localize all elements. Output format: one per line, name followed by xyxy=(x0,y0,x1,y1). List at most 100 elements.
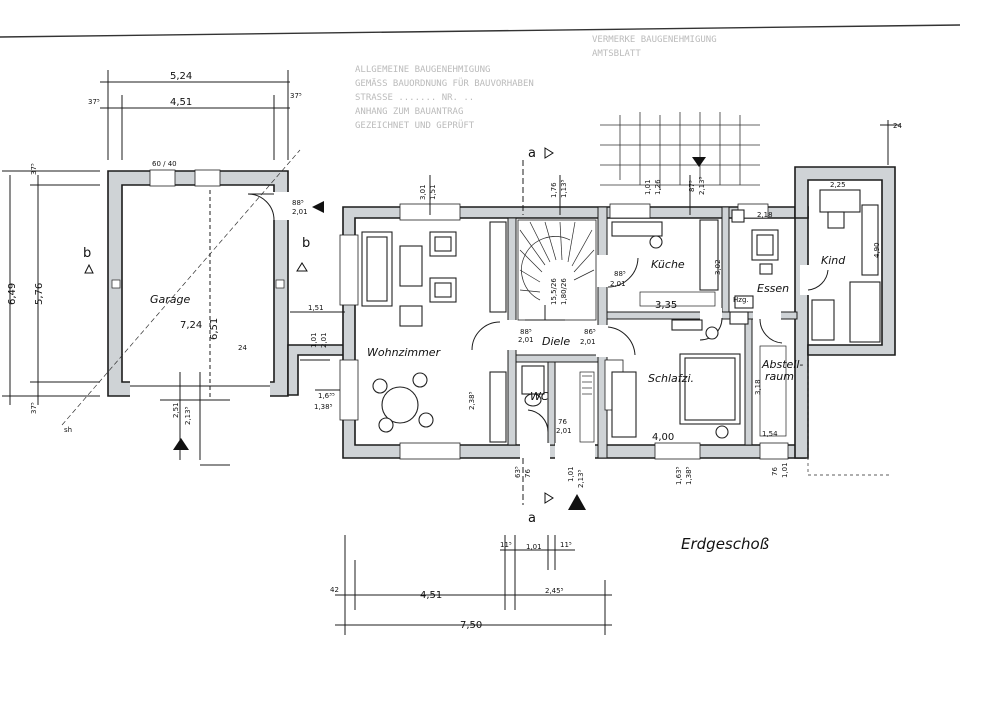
dim-garage-gate-1: 2,51 xyxy=(172,402,180,418)
room-label-raum: raum xyxy=(765,370,794,383)
dim-bottom-245: 2,45⁵ xyxy=(545,587,564,595)
room-label-heizung: Hzg. xyxy=(733,296,749,304)
dim-bottom-101: 1,01 xyxy=(526,543,542,551)
dim-link-door-1: 1,01 xyxy=(310,332,318,348)
link-wall xyxy=(287,344,346,396)
room-label-garage: Garage xyxy=(150,293,191,306)
dim-kueche-door-2: 2,01 xyxy=(610,280,626,288)
svg-text:ANHANG ZUM BAUANTRAG: ANHANG ZUM BAUANTRAG xyxy=(355,107,463,117)
room-label-abstell: Abstell- xyxy=(761,358,803,371)
dim-garage-gate-2: 2,13⁵ xyxy=(184,406,192,425)
svg-text:GEMÄSS BAUORDNUNG FÜR BAUVORHA: GEMÄSS BAUORDNUNG FÜR BAUVORHABEN xyxy=(355,78,534,89)
dim-kueche-win-4: 2,13⁵ xyxy=(698,176,706,195)
dim-abst-h: 3,18 xyxy=(754,379,762,395)
dimension-lines xyxy=(2,70,900,635)
house xyxy=(339,203,809,460)
dim-entry-2: 76 xyxy=(524,469,532,478)
room-label-kind: Kind xyxy=(821,254,846,267)
staircase xyxy=(517,219,597,321)
dim-diele-door-2: 2,01 xyxy=(518,336,534,344)
section-a-top: a xyxy=(528,146,536,161)
dim-garage-len-1: 7,24 xyxy=(180,320,202,331)
dim-link-151: 1,51 xyxy=(308,304,324,312)
dim-abst-win-2: 1,01 xyxy=(781,462,789,478)
room-label-wohnzimmer: Wohnzimmer xyxy=(367,346,442,359)
dim-link-door-2: 2,01 xyxy=(320,332,328,348)
dim-kind-h: 4,90 xyxy=(873,242,881,258)
dim-garage-outer-w: 5,24 xyxy=(170,71,192,82)
dim-sh: sh xyxy=(64,426,72,434)
svg-text:AMTSBLATT: AMTSBLATT xyxy=(592,49,641,59)
dim-schlaf-win-1: 1,63⁵ xyxy=(675,466,683,485)
dim-garage-inner-h: 5,76 xyxy=(34,283,45,305)
kitchen-fixtures xyxy=(611,219,719,307)
dim-diele-door-1: 88⁵ xyxy=(520,328,532,336)
dim-schlaf-win-2: 1,38⁵ xyxy=(685,466,693,485)
dim-entry-4: 2,13⁵ xyxy=(577,469,585,488)
dim-kueche-w: 3,35 xyxy=(655,300,677,311)
section-b-right: b xyxy=(302,236,310,251)
dim-stair-2: 1,13⁵ xyxy=(560,179,568,198)
dim-garage-inner-w: 4,51 xyxy=(170,97,192,108)
dim-garage-wall-t: 37⁵ xyxy=(30,163,38,175)
living-furniture xyxy=(361,221,507,443)
room-label-diele: Diele xyxy=(542,335,570,348)
dim-abst-w: 1,54 xyxy=(762,430,778,438)
dim-bottom-451: 4,51 xyxy=(420,590,442,601)
dim-garage-wall-r: 37⁵ xyxy=(290,92,302,100)
dim-kueche-h: 3,02 xyxy=(714,259,722,275)
kind-furniture xyxy=(811,189,881,343)
dim-stair-3: 15,5/26 xyxy=(550,278,558,305)
dim-bottom-11a: 11⁵ xyxy=(500,541,512,549)
dim-top-right-24: 24 xyxy=(893,122,902,130)
dim-wohn-win-1: 3,01 xyxy=(419,184,427,200)
dim-garage-24: 24 xyxy=(238,344,247,352)
dim-schlaf-w: 4,00 xyxy=(652,432,674,443)
dim-garage-door-1: 88⁵ xyxy=(292,199,304,207)
dim-garage-outer-h: 6,49 xyxy=(7,283,18,305)
dim-garage-wall-l: 37⁵ xyxy=(88,98,100,106)
dim-garage-len-2: 6,51 xyxy=(209,318,220,340)
dim-kueche-win-3: 87⁵ xyxy=(688,180,696,192)
dim-stair-1: 1,76 xyxy=(550,182,558,198)
svg-text:ALLGEMEINE BAUGENEHMIGUNG: ALLGEMEINE BAUGENEHMIGUNG xyxy=(355,65,490,75)
wc-fixtures xyxy=(521,365,595,443)
dim-garage-door-2: 2,01 xyxy=(292,208,308,216)
dim-diele-door-4: 2,01 xyxy=(580,338,596,346)
dim-entry-3: 1,01 xyxy=(567,466,575,482)
markers xyxy=(84,147,706,510)
room-label-essen: Essen xyxy=(757,282,789,295)
dim-garage-win: 60 / 40 xyxy=(152,160,177,168)
dim-abst-win-1: 76 xyxy=(771,467,779,476)
svg-text:VERMERKE BAUGENEHMIGUNG: VERMERKE BAUGENEHMIGUNG xyxy=(592,35,717,45)
dim-wohn-win-2: 1,51 xyxy=(429,184,437,200)
room-label-kueche: Küche xyxy=(651,258,685,271)
site-grid xyxy=(600,112,760,190)
svg-text:GEZEICHNET UND GEPRÜFT: GEZEICHNET UND GEPRÜFT xyxy=(355,120,475,131)
room-label-wc: WC xyxy=(530,390,549,403)
dim-wc-1: 76 xyxy=(558,418,567,426)
dim-wc-2: 2,01 xyxy=(556,427,572,435)
dim-link-wall-1: 1,6³⁵ xyxy=(318,392,335,400)
dim-kind-w: 2,25 xyxy=(830,181,846,189)
dim-stair-4: 1,80/26 xyxy=(560,278,568,305)
section-b-left: b xyxy=(83,246,91,261)
dim-entry-1: 63⁵ xyxy=(514,466,522,478)
section-a-bottom: a xyxy=(528,511,536,526)
dining-fixtures xyxy=(729,209,779,325)
sheet-top-line xyxy=(0,24,961,38)
garage xyxy=(61,149,301,426)
dim-kueche-door-1: 88⁵ xyxy=(614,270,626,278)
dim-essen-w: 2,18 xyxy=(757,211,773,219)
faded-stamp: ALLGEMEINE BAUGENEHMIGUNG GEMÄSS BAUORDN… xyxy=(355,35,717,131)
dim-bottom-42: 42 xyxy=(330,586,339,594)
kind-room xyxy=(794,166,896,476)
dim-kueche-win-1: 1,01 xyxy=(644,179,652,195)
dim-diele-door-3: 86⁵ xyxy=(584,328,596,336)
dim-kueche-win-2: 1,26 xyxy=(654,179,662,195)
room-label-schlafzimmer: Schlafzi. xyxy=(648,372,694,385)
svg-text:STRASSE ....... NR. ..: STRASSE ....... NR. .. xyxy=(355,93,474,103)
dim-bottom-11b: 11⁵ xyxy=(560,541,572,549)
dim-bottom-750: 7,50 xyxy=(460,620,482,631)
